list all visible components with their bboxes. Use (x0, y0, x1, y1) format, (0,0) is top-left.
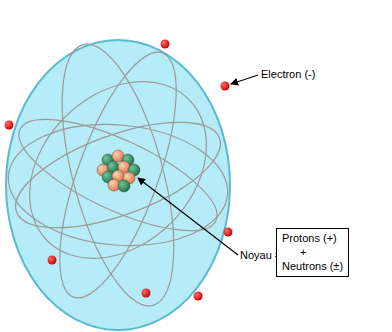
part-label: Electron (-) (261, 68, 315, 81)
box-text: + (282, 246, 343, 260)
electron-orbits (0, 33, 242, 317)
box-text: Neutrons (±) (282, 260, 343, 274)
leader-arrow (231, 75, 258, 84)
electrons (5, 40, 233, 301)
atom-sphere (6, 40, 230, 330)
box-text: Protons (+) (282, 232, 343, 246)
leader-arrow (138, 178, 238, 255)
nucleus (97, 150, 140, 192)
legend-box: Protons (+)+Neutrons (±) (276, 228, 349, 277)
